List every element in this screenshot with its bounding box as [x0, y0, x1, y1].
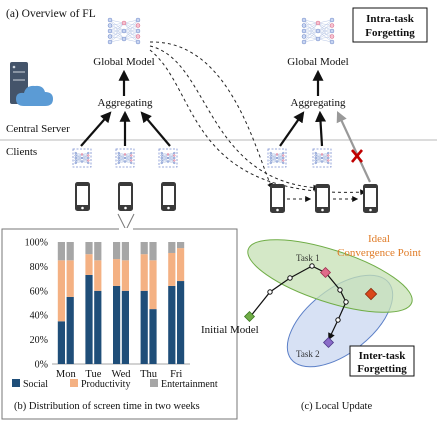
global-model-label: Global Model [93, 56, 154, 68]
server-icon [10, 62, 53, 106]
local-update-diagram: Task 1 Task 2 Initial Model Ideal Conver… [201, 233, 421, 377]
bar-segment-entertainment [57, 242, 65, 261]
bar-segment-entertainment [177, 242, 185, 249]
bar-segment-entertainment [140, 242, 148, 255]
inter-task-line2: Forgetting [357, 363, 407, 375]
x-tick-label: Mon [56, 369, 77, 380]
y-tick-label: 40% [30, 311, 48, 322]
final-model-marker [322, 336, 335, 349]
aggregating-label: Aggregating [98, 97, 153, 109]
failed-upload-arrow [336, 111, 371, 183]
inter-task-forgetting-box [349, 345, 415, 377]
bar-segment-entertainment [113, 242, 121, 260]
bar-segment-social [177, 281, 185, 364]
client-model-icon [115, 148, 135, 168]
bar-segment-productivity [177, 248, 185, 282]
bar-segment-social [121, 290, 129, 364]
bar-segment-productivity [113, 259, 121, 286]
client-model-icon [72, 148, 92, 168]
panel-a-title: (a) Overview of FL [6, 8, 96, 20]
central-server-label: Central Server [6, 123, 70, 135]
task-2-label: Task 2 [296, 349, 320, 359]
global-model-network-icon [107, 17, 141, 45]
dashed-arrow-3 [149, 49, 367, 196]
intra-task-line2: Forgetting [365, 27, 415, 39]
bar-segment-social [94, 290, 102, 364]
legend-label: Productivity [81, 379, 130, 390]
bar-segment-entertainment [149, 242, 157, 261]
client-devices [72, 148, 378, 213]
phone-icon [118, 182, 133, 211]
bar-segment-social [66, 296, 74, 364]
panel-b-caption: (b) Distribution of screen time in two w… [14, 401, 200, 412]
bar-segment-productivity [66, 260, 74, 297]
global-model-label-right: Global Model [287, 56, 348, 68]
phone-icon [161, 182, 176, 211]
bar-segment-productivity [94, 260, 102, 291]
ideal-label-line2: Convergence Point [337, 247, 421, 259]
clients-label: Clients [6, 146, 37, 158]
bar-segment-entertainment [168, 242, 176, 253]
bar-segment-productivity [121, 260, 129, 291]
phone-icon [75, 182, 90, 211]
phone-icon [363, 184, 378, 213]
client-model-icon [312, 148, 332, 168]
upload-arrow-1 [80, 111, 112, 147]
legend-label: Social [23, 379, 48, 390]
bar-segment-entertainment [121, 242, 129, 261]
x-tick-label: Thu [140, 369, 158, 380]
upload-arrow-4 [279, 111, 305, 147]
bar-segment-social [57, 321, 65, 364]
y-tick-label: 60% [30, 286, 48, 297]
upload-arrow-5 [315, 110, 327, 147]
initial-model-marker [243, 310, 256, 323]
bar-segment-social [85, 274, 93, 364]
callout-pointer [117, 213, 135, 232]
inter-task-line1: Inter-task [359, 350, 407, 362]
initial-model-label: Initial Model [201, 324, 259, 336]
y-tick-label: 20% [30, 335, 48, 346]
panel-c-caption: (c) Local Update [301, 401, 372, 412]
client-model-icon [267, 148, 287, 168]
legend-swatch [70, 379, 78, 387]
x-tick-label: Wed [112, 369, 132, 380]
bar-segment-social [113, 285, 121, 364]
dashed-arrow-1 [149, 41, 273, 190]
ideal-convergence-marker [364, 287, 378, 301]
legend-swatch [12, 379, 20, 387]
bar-segment-productivity [149, 260, 157, 310]
bar-segment-social [168, 285, 176, 364]
phone-icon [270, 184, 285, 213]
x-tick-label: Fri [170, 369, 182, 380]
bar-segment-productivity [140, 254, 148, 291]
cross-icon [351, 149, 363, 163]
y-tick-label: 80% [30, 262, 48, 273]
y-tick-label: 100% [25, 238, 48, 249]
bar-segment-productivity [85, 254, 93, 275]
intra-task-forgetting-box [352, 7, 428, 43]
upload-arrow-3 [140, 111, 171, 147]
intra-task-line1: Intra-task [366, 13, 415, 25]
bar-segment-productivity [57, 260, 65, 322]
global-model-network-icon-right [301, 17, 335, 45]
bar-segment-entertainment [85, 242, 93, 255]
task-1-optimum-marker [319, 266, 332, 279]
client-model-icon [158, 148, 178, 168]
bar-segment-social [149, 309, 157, 364]
phone-icon [315, 184, 330, 213]
y-tick-label: 0% [35, 360, 48, 371]
x-tick-label: Tue [85, 369, 101, 380]
bar-segment-entertainment [66, 242, 74, 261]
bar-segment-entertainment [94, 242, 102, 261]
legend-label: Entertainment [161, 379, 218, 390]
bar-segment-social [140, 290, 148, 364]
legend-swatch [150, 379, 158, 387]
ideal-label-line1: Ideal [368, 233, 390, 245]
bar-segment-productivity [168, 252, 176, 286]
task-1-label: Task 1 [296, 253, 320, 263]
aggregating-label-right: Aggregating [291, 97, 346, 109]
